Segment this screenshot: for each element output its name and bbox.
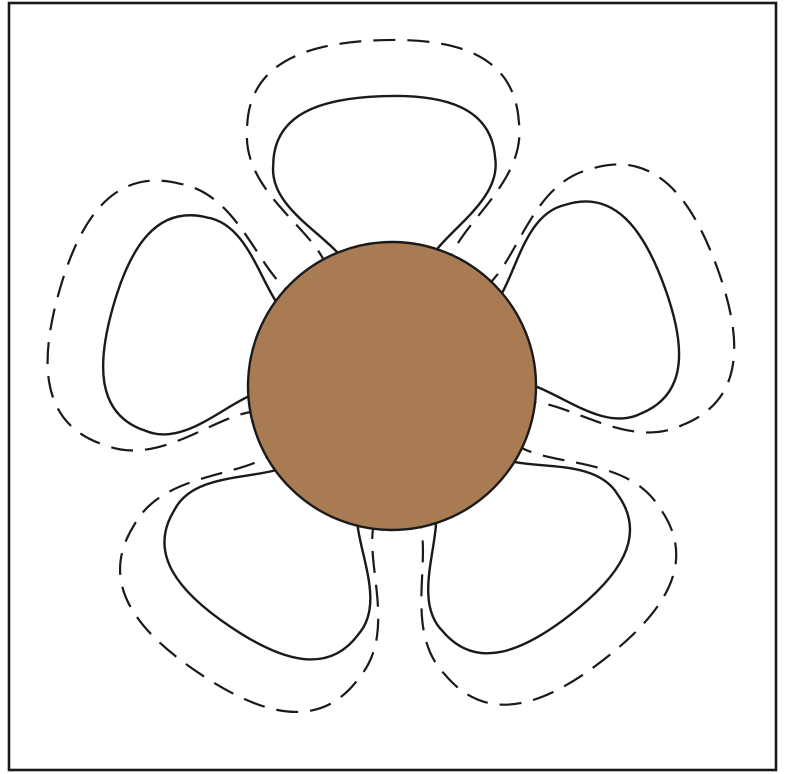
flower-center: [248, 242, 536, 530]
